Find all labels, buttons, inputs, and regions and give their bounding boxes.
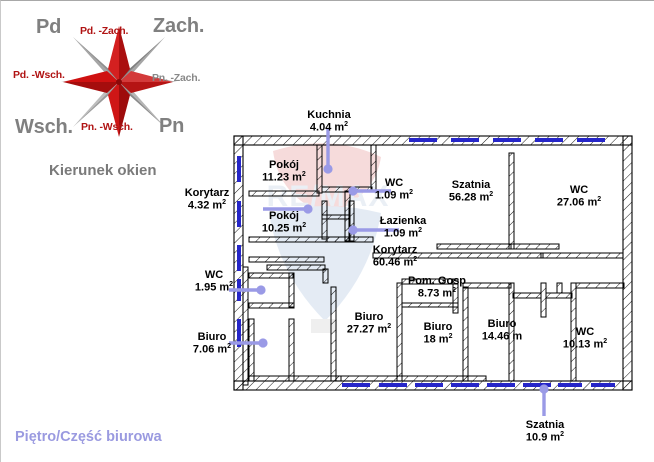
compass-rose-icon bbox=[61, 26, 177, 137]
room-label-biuro-4: Biuro 14.46 m bbox=[481, 318, 523, 343]
compass-label-pd-wsch: Pd. -Wsch. bbox=[13, 69, 65, 81]
room-label-kuchnia: Kuchnia 4.04 m2 bbox=[307, 109, 351, 134]
room-label-lazienka: Łazienka 1.09 m2 bbox=[379, 215, 427, 240]
room-label-korytarz-1: Korytarz 4.32 m2 bbox=[184, 187, 230, 212]
compass-label-pn-wsch: Pn. -Wsch. bbox=[81, 121, 133, 133]
room-label-wc-1: WC 1.09 m2 bbox=[374, 177, 414, 202]
room-label-pokoj-1: Pokój 11.23 m2 bbox=[262, 159, 306, 184]
room-label-szatnia-1: Szatnia 56.28 m2 bbox=[448, 179, 494, 204]
room-label-korytarz-2: Korytarz 60.46 m2 bbox=[372, 244, 418, 269]
room-label-biuro-3: Biuro 18 m2 bbox=[423, 321, 453, 346]
compass-label-wsch: Wsch. bbox=[15, 116, 73, 138]
compass-label-pd: Pd bbox=[36, 16, 62, 38]
compass-label-pn-zach: Pn. -Zach. bbox=[152, 72, 201, 84]
room-label-biuro-1: Biuro 7.06 m2 bbox=[192, 331, 232, 356]
room-label-biuro-2: Biuro 27.27 m2 bbox=[346, 311, 392, 336]
compass-block: Pd Zach. Wsch. Pn Pd. -Zach. Pn. -Zach. … bbox=[1, 1, 236, 191]
room-label-szatnia-2: Szatnia 10.9 m2 bbox=[525, 419, 565, 444]
room-label-wc-4: WC 10.13 m2 bbox=[562, 326, 608, 351]
compass-caption: Kierunek okien bbox=[49, 162, 157, 179]
room-label-pokoj-2: Pokój 10.25 m2 bbox=[261, 210, 307, 235]
compass-label-pd-zach: Pd. -Zach. bbox=[80, 25, 129, 37]
compass-label-zach: Zach. bbox=[153, 15, 205, 37]
compass-label-pn: Pn bbox=[159, 115, 185, 137]
room-label-wc-3: WC 1.95 m2 bbox=[194, 269, 234, 294]
footer-caption: Piętro/Część biurowa bbox=[15, 429, 162, 445]
room-label-pom-gosp: Pom. Gosp 8.73 m2 bbox=[407, 275, 467, 300]
leader-dots bbox=[256, 164, 549, 394]
room-label-wc-2: WC 27.06 m2 bbox=[556, 184, 602, 209]
remax-watermark: RE/MAX bbox=[267, 143, 388, 333]
